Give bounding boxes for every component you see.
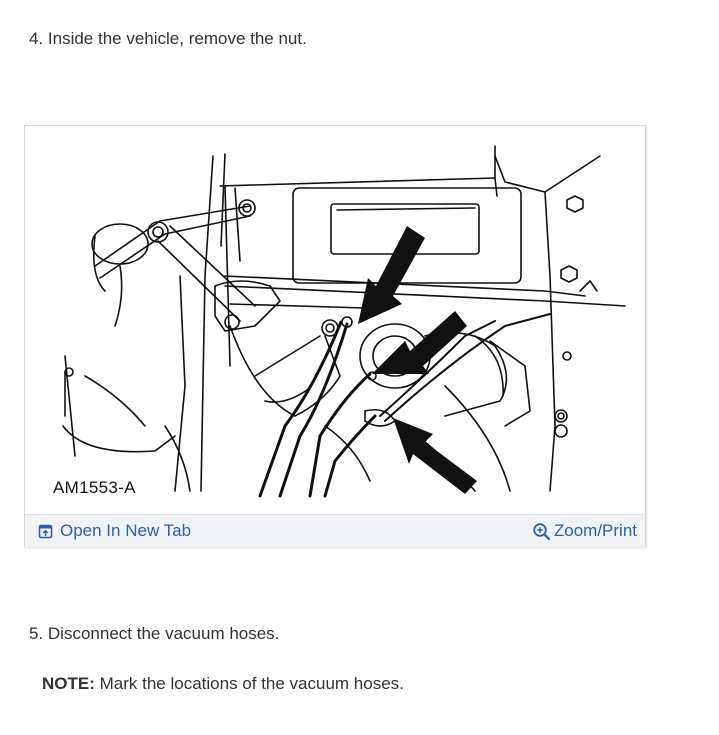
note-label: NOTE: [42, 674, 95, 693]
open-in-new-tab-icon [38, 524, 60, 539]
note-text: Mark the locations of the vacuum hoses. [94, 674, 404, 693]
zoom-in-magnifier-icon [532, 522, 554, 541]
vacuum-hose-diagram: AM1553-A [25, 126, 645, 512]
zoom-print-button[interactable]: Zoom/Print [532, 520, 637, 542]
figure-id-label: AM1553-A [53, 478, 136, 497]
note-paragraph: NOTE: Mark the locations of the vacuum h… [42, 674, 404, 694]
figure-toolbar: Open In New Tab Zoom/Print [25, 514, 645, 547]
open-in-new-tab-label: Open In New Tab [60, 521, 192, 540]
open-in-new-tab-button[interactable]: Open In New Tab [38, 520, 191, 542]
step-4-text: 4. Inside the vehicle, remove the nut. [29, 29, 307, 48]
zoom-print-label: Zoom/Print [553, 521, 637, 540]
step-5-text: 5. Disconnect the vacuum hoses. [29, 624, 280, 643]
figure-card: AM1553-A Open In New Tab Zoom/Print [24, 125, 646, 547]
